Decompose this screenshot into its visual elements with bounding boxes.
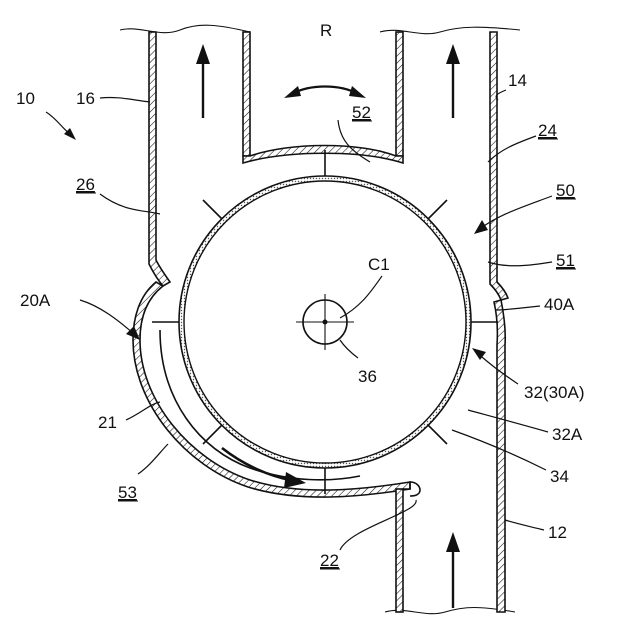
label-R: R [320, 21, 332, 40]
label-32: 32(30A) [524, 383, 584, 402]
bottom-break-lines [385, 608, 515, 614]
label-51: 51 [556, 251, 575, 270]
label-34: 34 [550, 467, 569, 486]
label-14: 14 [508, 71, 527, 90]
label-36: 36 [358, 367, 377, 386]
label-32A: 32A [552, 425, 583, 444]
label-52: 52 [352, 103, 371, 122]
label-24: 24 [538, 121, 557, 140]
label-26: 26 [76, 175, 95, 194]
blade-lower-right [428, 425, 447, 444]
label-12: 12 [548, 523, 567, 542]
label-16: 16 [76, 89, 95, 108]
label-21: 21 [98, 413, 117, 432]
label-20A: 20A [20, 291, 51, 310]
upper-casing-52 [243, 146, 403, 164]
label-53: 53 [118, 483, 137, 502]
blade-upper-left [203, 200, 222, 219]
blade-lower-left [203, 425, 222, 444]
label-50: 50 [556, 181, 575, 200]
label-10: 10 [16, 89, 35, 108]
label-40A: 40A [544, 295, 575, 314]
rotation-arrow-icon [284, 86, 366, 98]
label-22: 22 [320, 551, 339, 570]
label-C1: C1 [368, 255, 390, 274]
blade-upper-right [428, 200, 447, 219]
